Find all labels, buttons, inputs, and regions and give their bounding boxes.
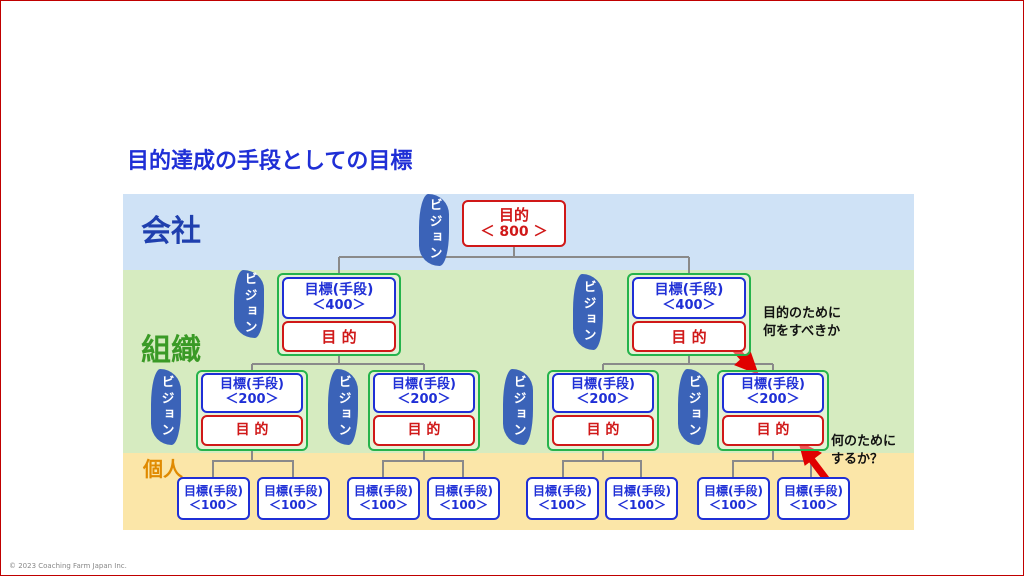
node-value: ＜100＞ <box>708 497 759 512</box>
arrow-down-head <box>734 350 759 375</box>
individual-goal-box-7: 目標(手段) ＜100＞ <box>697 477 770 520</box>
note-line: 何をすべきか <box>763 323 841 339</box>
connector-g2 <box>382 449 425 477</box>
connector-g3 <box>562 449 604 477</box>
node-label: 目標(手段) <box>434 483 493 498</box>
node-value: ＜200＞ <box>225 392 279 407</box>
node-purpose: 目 的 <box>321 327 357 346</box>
individual-goal-box-6: 目標(手段) ＜100＞ <box>605 477 678 520</box>
node-label: 目標(手段) <box>354 483 413 498</box>
org-purpose-box-left: 目 的 <box>282 321 396 352</box>
node-label: 目標(手段) <box>220 377 284 393</box>
node-purpose: 目 的 <box>407 422 441 439</box>
node-label: 目標(手段) <box>392 377 456 393</box>
org-purpose-box-right: 目 的 <box>632 321 746 352</box>
org-goal-box-right: 目標(手段) ＜400＞ <box>632 277 746 319</box>
node-label: 目標(手段) <box>533 483 592 498</box>
individual-goal-box-4: 目標(手段) ＜100＞ <box>427 477 500 520</box>
band-label-company: 会社 <box>141 214 201 249</box>
team-goal-box-3: 目標(手段) ＜200＞ <box>552 373 654 413</box>
node-value: ＜200＞ <box>397 392 451 407</box>
vision-tab-team-2: ビジョン <box>328 369 358 445</box>
team-goal-box-1: 目標(手段) ＜200＞ <box>201 373 303 413</box>
org-goal-box-left: 目標(手段) ＜400＞ <box>282 277 396 319</box>
connector-g3b <box>603 460 642 477</box>
node-label: 目標(手段) <box>304 282 374 299</box>
node-purpose: 目 的 <box>756 422 790 439</box>
vision-tab-org-left: ビジョン <box>234 270 264 338</box>
node-value: ＜100＞ <box>438 497 489 512</box>
node-value: ＜100＞ <box>788 497 839 512</box>
note-line: 何のために <box>831 434 897 449</box>
node-value: ＜100＞ <box>358 497 409 512</box>
individual-goal-box-2: 目標(手段) ＜100＞ <box>257 477 330 520</box>
node-label: 目標(手段) <box>654 282 724 299</box>
node-value: ＜200＞ <box>746 392 800 407</box>
vision-tab-team-4: ビジョン <box>678 369 708 445</box>
vision-tab-org-right: ビジョン <box>573 274 603 350</box>
company-purpose-label: 目的 <box>498 206 529 225</box>
individual-goal-box-5: 目標(手段) ＜100＞ <box>526 477 599 520</box>
node-label: 目標(手段) <box>741 377 805 393</box>
team-purpose-box-2: 目 的 <box>373 415 475 446</box>
note-line: 目的のために <box>763 306 842 321</box>
team-goal-box-4: 目標(手段) ＜200＞ <box>722 373 824 413</box>
individual-goal-box-1: 目標(手段) ＜100＞ <box>177 477 250 520</box>
node-value: ＜200＞ <box>576 392 630 407</box>
node-value: ＜100＞ <box>616 497 667 512</box>
node-value: ＜400＞ <box>662 297 716 313</box>
note-what-to-do: 目的のために 何をすべきか <box>763 305 841 340</box>
vision-tab-company: ビジョン <box>419 194 449 266</box>
copyright-text: © 2023 Coaching Farm Japan Inc. <box>9 562 127 570</box>
connector-g1b <box>252 460 294 477</box>
node-purpose: 目 的 <box>235 422 269 439</box>
node-value: ＜400＞ <box>312 297 366 313</box>
node-label: 目標(手段) <box>784 483 843 498</box>
connector-g1 <box>212 449 253 477</box>
arrow-up-head <box>798 441 822 466</box>
node-value: ＜100＞ <box>268 497 319 512</box>
team-purpose-box-1: 目 的 <box>201 415 303 446</box>
connector-g4 <box>732 449 774 477</box>
vision-tab-team-3: ビジョン <box>503 369 533 445</box>
note-for-what: 何のために するか？ <box>831 433 896 468</box>
vision-tab-team-1: ビジョン <box>151 369 181 445</box>
slide-title: 目的達成の手段としての目標 <box>127 149 413 174</box>
node-purpose: 目 的 <box>671 327 707 346</box>
team-goal-box-2: 目標(手段) ＜200＞ <box>373 373 475 413</box>
band-label-organization: 組織 <box>141 333 201 368</box>
node-label: 目標(手段) <box>264 483 323 498</box>
node-value: ＜100＞ <box>188 497 239 512</box>
node-label: 目標(手段) <box>184 483 243 498</box>
connector-g2b <box>424 460 464 477</box>
team-purpose-box-4: 目 的 <box>722 415 824 446</box>
individual-goal-box-3: 目標(手段) ＜100＞ <box>347 477 420 520</box>
individual-goal-box-8: 目標(手段) ＜100＞ <box>777 477 850 520</box>
node-value: ＜100＞ <box>537 497 588 512</box>
node-label: 目標(手段) <box>571 377 635 393</box>
node-label: 目標(手段) <box>612 483 671 498</box>
company-purpose-value: ＜ 800 ＞ <box>480 224 548 241</box>
team-purpose-box-3: 目 的 <box>552 415 654 446</box>
node-label: 目標(手段) <box>704 483 763 498</box>
band-label-individual: 個人 <box>143 457 183 481</box>
note-line: するか？ <box>831 451 884 467</box>
node-purpose: 目 的 <box>586 422 620 439</box>
company-purpose-box: 目的 ＜ 800 ＞ <box>462 200 566 247</box>
